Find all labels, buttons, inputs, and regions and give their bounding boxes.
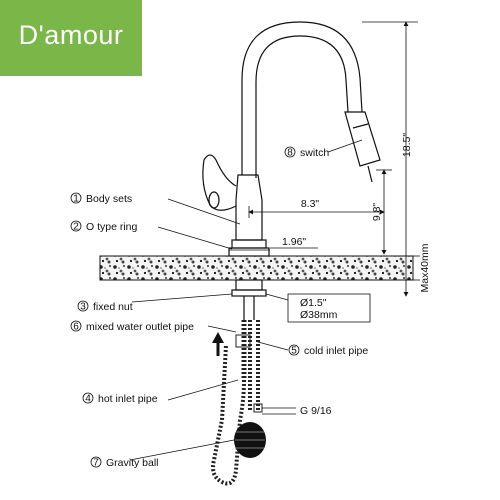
part-2-label: O type ring <box>86 221 138 233</box>
dim-height-total: 18.5" <box>401 133 413 157</box>
fixed-nut <box>231 289 267 297</box>
lever-handle <box>202 154 237 211</box>
part-3-callout: 3 fixed nut <box>77 300 133 313</box>
handle-cap <box>208 191 220 209</box>
part-3-label: fixed nut <box>93 301 133 313</box>
brand-name: D'amour <box>18 20 124 50</box>
gravity-ball <box>234 422 266 458</box>
part-6-callout: 6 mixed water outlet pipe <box>70 320 194 333</box>
spray-head-line <box>352 123 369 129</box>
svg-text:2: 2 <box>73 222 79 233</box>
dim-hole-inch: Ø1.5" <box>300 297 327 309</box>
dim-spout-height: 9.8" <box>371 203 383 222</box>
spray-nozzle <box>367 165 373 183</box>
dim-thread: G 9/16 <box>300 405 332 417</box>
svg-text:8: 8 <box>287 148 293 159</box>
spray-head <box>344 111 381 167</box>
spout-outer <box>241 21 363 175</box>
dimension-lines <box>229 21 420 415</box>
part-5-label: cold inlet pipe <box>304 345 368 357</box>
o-ring <box>228 247 270 257</box>
dim-spout-reach: 8.3" <box>301 198 320 210</box>
part-6-label: mixed water outlet pipe <box>86 321 194 333</box>
outlet-hose-loop <box>211 344 246 486</box>
svg-text:5: 5 <box>291 346 297 357</box>
up-arrow-icon <box>212 332 224 356</box>
logo-rect <box>0 0 142 76</box>
dim-deck-thickness: Max40mm <box>419 243 431 292</box>
hose-connector <box>235 334 251 348</box>
spout-inner <box>255 35 349 178</box>
countertop <box>99 255 414 281</box>
svg-text:7: 7 <box>93 458 99 469</box>
svg-text:6: 6 <box>73 322 79 333</box>
faucet-body <box>202 21 381 320</box>
part-4-label: hot inlet pipe <box>98 393 158 405</box>
svg-text:4: 4 <box>85 394 91 405</box>
logo-background <box>0 0 142 76</box>
part-8-label: switch <box>300 147 329 159</box>
part-1-callout: 1 Body sets <box>70 192 132 205</box>
svg-text:1: 1 <box>73 194 79 205</box>
fixed-nut-top <box>235 279 263 291</box>
part-4-callout: 4 hot inlet pipe <box>82 392 158 405</box>
dim-hole-mm: Ø38mm <box>300 309 338 321</box>
brand-logo: D'amour <box>0 0 142 76</box>
part-leaders <box>129 139 363 461</box>
svg-text:3: 3 <box>80 302 86 313</box>
base-ring <box>231 239 267 249</box>
part-2-callout: 2 O type ring <box>70 220 138 233</box>
part-7-label: Gravity ball <box>106 457 159 469</box>
part-1-label: Body sets <box>86 193 132 205</box>
part-5-callout: 5 cold inlet pipe <box>288 344 368 357</box>
dim-base-width: 1.96" <box>282 236 306 248</box>
part-8-callout: 8 switch <box>284 146 329 159</box>
part-7-callout: 7 Gravity ball <box>90 456 159 469</box>
hoses <box>211 320 263 486</box>
